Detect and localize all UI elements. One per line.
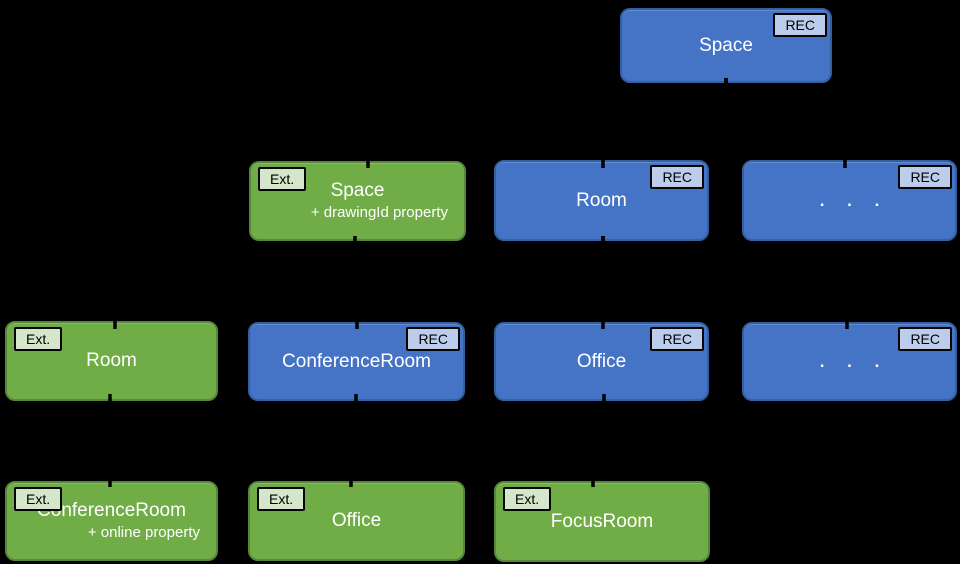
rec-badge: REC [773, 13, 827, 37]
node-sublabel: + drawingId property [310, 203, 448, 221]
ext-badge: Ext. [14, 327, 63, 351]
connector-to-focusroom-ext [591, 394, 606, 487]
ext-badge: Ext. [258, 167, 307, 191]
node-label: Space [699, 34, 753, 56]
ext-badge: Ext. [257, 487, 306, 511]
node-office-ext: Ext. Office [248, 481, 465, 561]
node-room-rec: REC Room [494, 160, 709, 241]
node-office-rec: REC Office [494, 322, 709, 401]
node-conferenceroom-ext: Ext. ConferenceRoom + online property [5, 481, 218, 561]
connector-space-ext-to-room-ext [113, 236, 357, 329]
connector-room-rec-to-dots-2 [601, 236, 849, 329]
rec-badge: REC [650, 165, 704, 189]
node-label: FocusRoom [550, 510, 654, 532]
rec-badge: REC [406, 327, 460, 351]
node-conferenceroom-rec: REC ConferenceRoom [248, 322, 465, 401]
node-ellipsis-rec-2: REC . . . [742, 322, 957, 401]
node-label: Space [330, 180, 385, 202]
rec-badge: REC [898, 327, 952, 351]
connector-space-rec-to-dots-1 [724, 78, 847, 168]
connector-room-rec-to-confroom-rec [355, 236, 605, 329]
connector-space-rec-to-room-rec [601, 78, 728, 168]
node-space-rec: REC Space [620, 8, 832, 83]
node-sublabel: + online property [87, 523, 200, 541]
connector-to-office-ext [349, 394, 358, 487]
node-label: ConferenceRoom [37, 500, 186, 522]
rec-badge: REC [650, 327, 704, 351]
node-ellipsis-rec-1: REC . . . [742, 160, 957, 241]
node-label: . . . [819, 351, 889, 371]
node-label: Room [86, 350, 137, 372]
ext-badge: Ext. [14, 487, 63, 511]
ext-badge: Ext. [503, 487, 552, 511]
rec-badge: REC [898, 165, 952, 189]
node-label: Office [576, 350, 627, 372]
node-label: ConferenceRoom [282, 350, 431, 372]
node-label: . . . [819, 190, 889, 210]
node-label: Office [331, 510, 382, 532]
node-room-ext: Ext. Room [5, 321, 218, 401]
connector-space-rec-to-space-ext [366, 78, 728, 168]
node-label: Room [576, 189, 627, 211]
node-focusroom-ext: Ext. FocusRoom [494, 481, 710, 562]
node-space-ext: Ext. Space + drawingId property [249, 161, 466, 241]
